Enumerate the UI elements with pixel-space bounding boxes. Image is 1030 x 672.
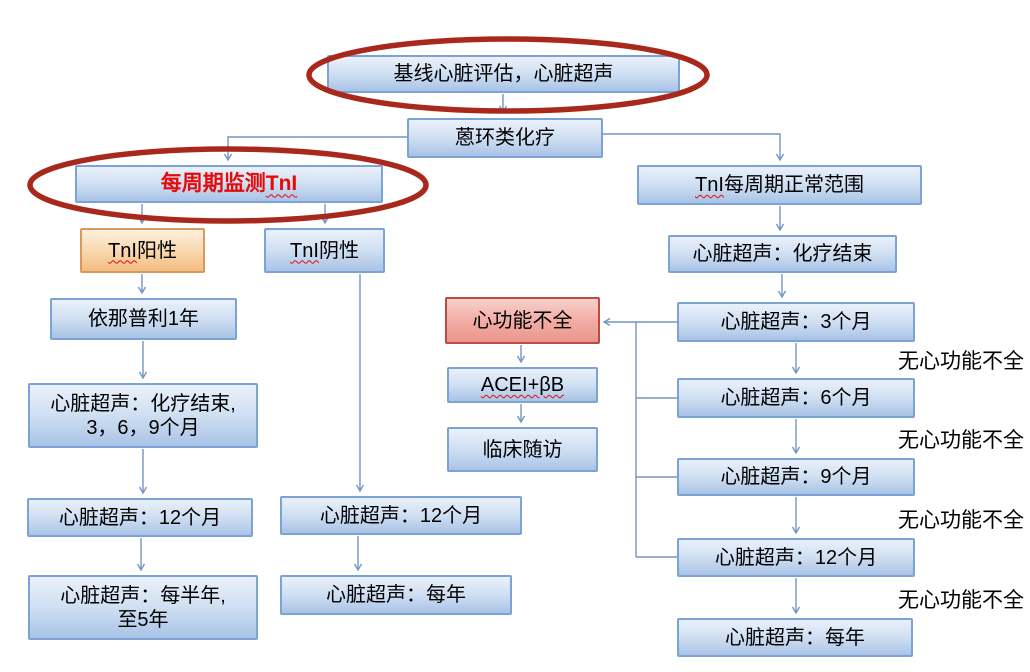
node-label: 蒽环类化疗 [455,127,555,149]
node-tni-positive: TnI阳性 [80,228,205,273]
node-baseline-cardiac-evaluation: 基线心脏评估，心脏超声 [327,55,680,93]
node-echo-semiannual-to-5-years: 心脏超声：每半年, 至5年 [28,575,258,640]
node-label: 临床随访 [482,438,563,461]
node-tni-negative: TnI阴性 [264,228,385,273]
node-label: TnI阳性 [108,239,177,262]
node-echo-9-months: 心脏超声：9个月 [677,458,915,496]
node-tni-normal-every-cycle: TnI每周期正常范围 [637,165,922,205]
node-echo-12-months-right: 心脏超声：12个月 [677,538,915,577]
node-anthracycline-chemo: 蒽环类化疗 [407,118,603,158]
node-label: 心脏超声：9个月 [720,466,872,488]
node-clinical-followup: 临床随访 [447,427,598,472]
node-echo-6-months: 心脏超声：6个月 [677,378,915,418]
node-label: 心脏超声：3个月 [720,311,872,333]
node-label: 心脏超声：每年 [725,626,865,649]
node-echo-annual-right: 心脏超声：每年 [677,618,913,657]
node-label: 心脏超声：每年 [326,584,466,606]
node-label: 心脏超声：每半年, 至5年 [60,584,226,631]
edge-label-no-dysfunction-1: 无心功能不全 [898,350,1024,373]
edge-label-no-dysfunction-4: 无心功能不全 [898,589,1024,612]
node-label: TnI每周期正常范围 [695,174,864,196]
node-label: 心脏超声：12个月 [58,506,222,529]
edge-label-no-dysfunction-3: 无心功能不全 [898,509,1024,532]
node-echo-12-months-left: 心脏超声：12个月 [27,498,253,537]
node-echo-chemo-end: 心脏超声：化疗结束 [668,235,897,273]
node-label: 心脏超声：6个月 [720,387,872,409]
node-label: 心脏超声：化疗结束, 3，6，9个月 [50,392,236,439]
node-label: ACEI+βB [480,374,565,396]
node-label: 每周期监测TnI [160,172,298,196]
node-acei-beta-blocker: ACEI+βB [447,367,598,403]
node-enalapril-1-year: 依那普利1年 [50,298,237,340]
node-label: 基线心脏评估，心脏超声 [393,63,614,85]
edge-label-no-dysfunction-2: 无心功能不全 [898,429,1024,452]
node-label: 依那普利1年 [87,308,200,330]
node-label: 心脏超声：化疗结束 [692,243,873,265]
node-echo-annual-middle: 心脏超声：每年 [280,575,512,615]
node-echo-end-3-6-9-months: 心脏超声：化疗结束, 3，6，9个月 [28,383,258,448]
node-label: TnI阴性 [290,239,359,262]
node-echo-12-months-middle: 心脏超声：12个月 [280,496,522,535]
node-label: 心脏超声：12个月 [319,504,483,527]
node-monitor-tni-every-cycle: 每周期监测TnI [75,165,383,203]
node-cardiac-dysfunction: 心功能不全 [445,297,600,344]
node-label: 心功能不全 [472,309,573,332]
node-label: 心脏超声：12个月 [714,546,878,569]
node-echo-3-months: 心脏超声：3个月 [677,302,915,342]
